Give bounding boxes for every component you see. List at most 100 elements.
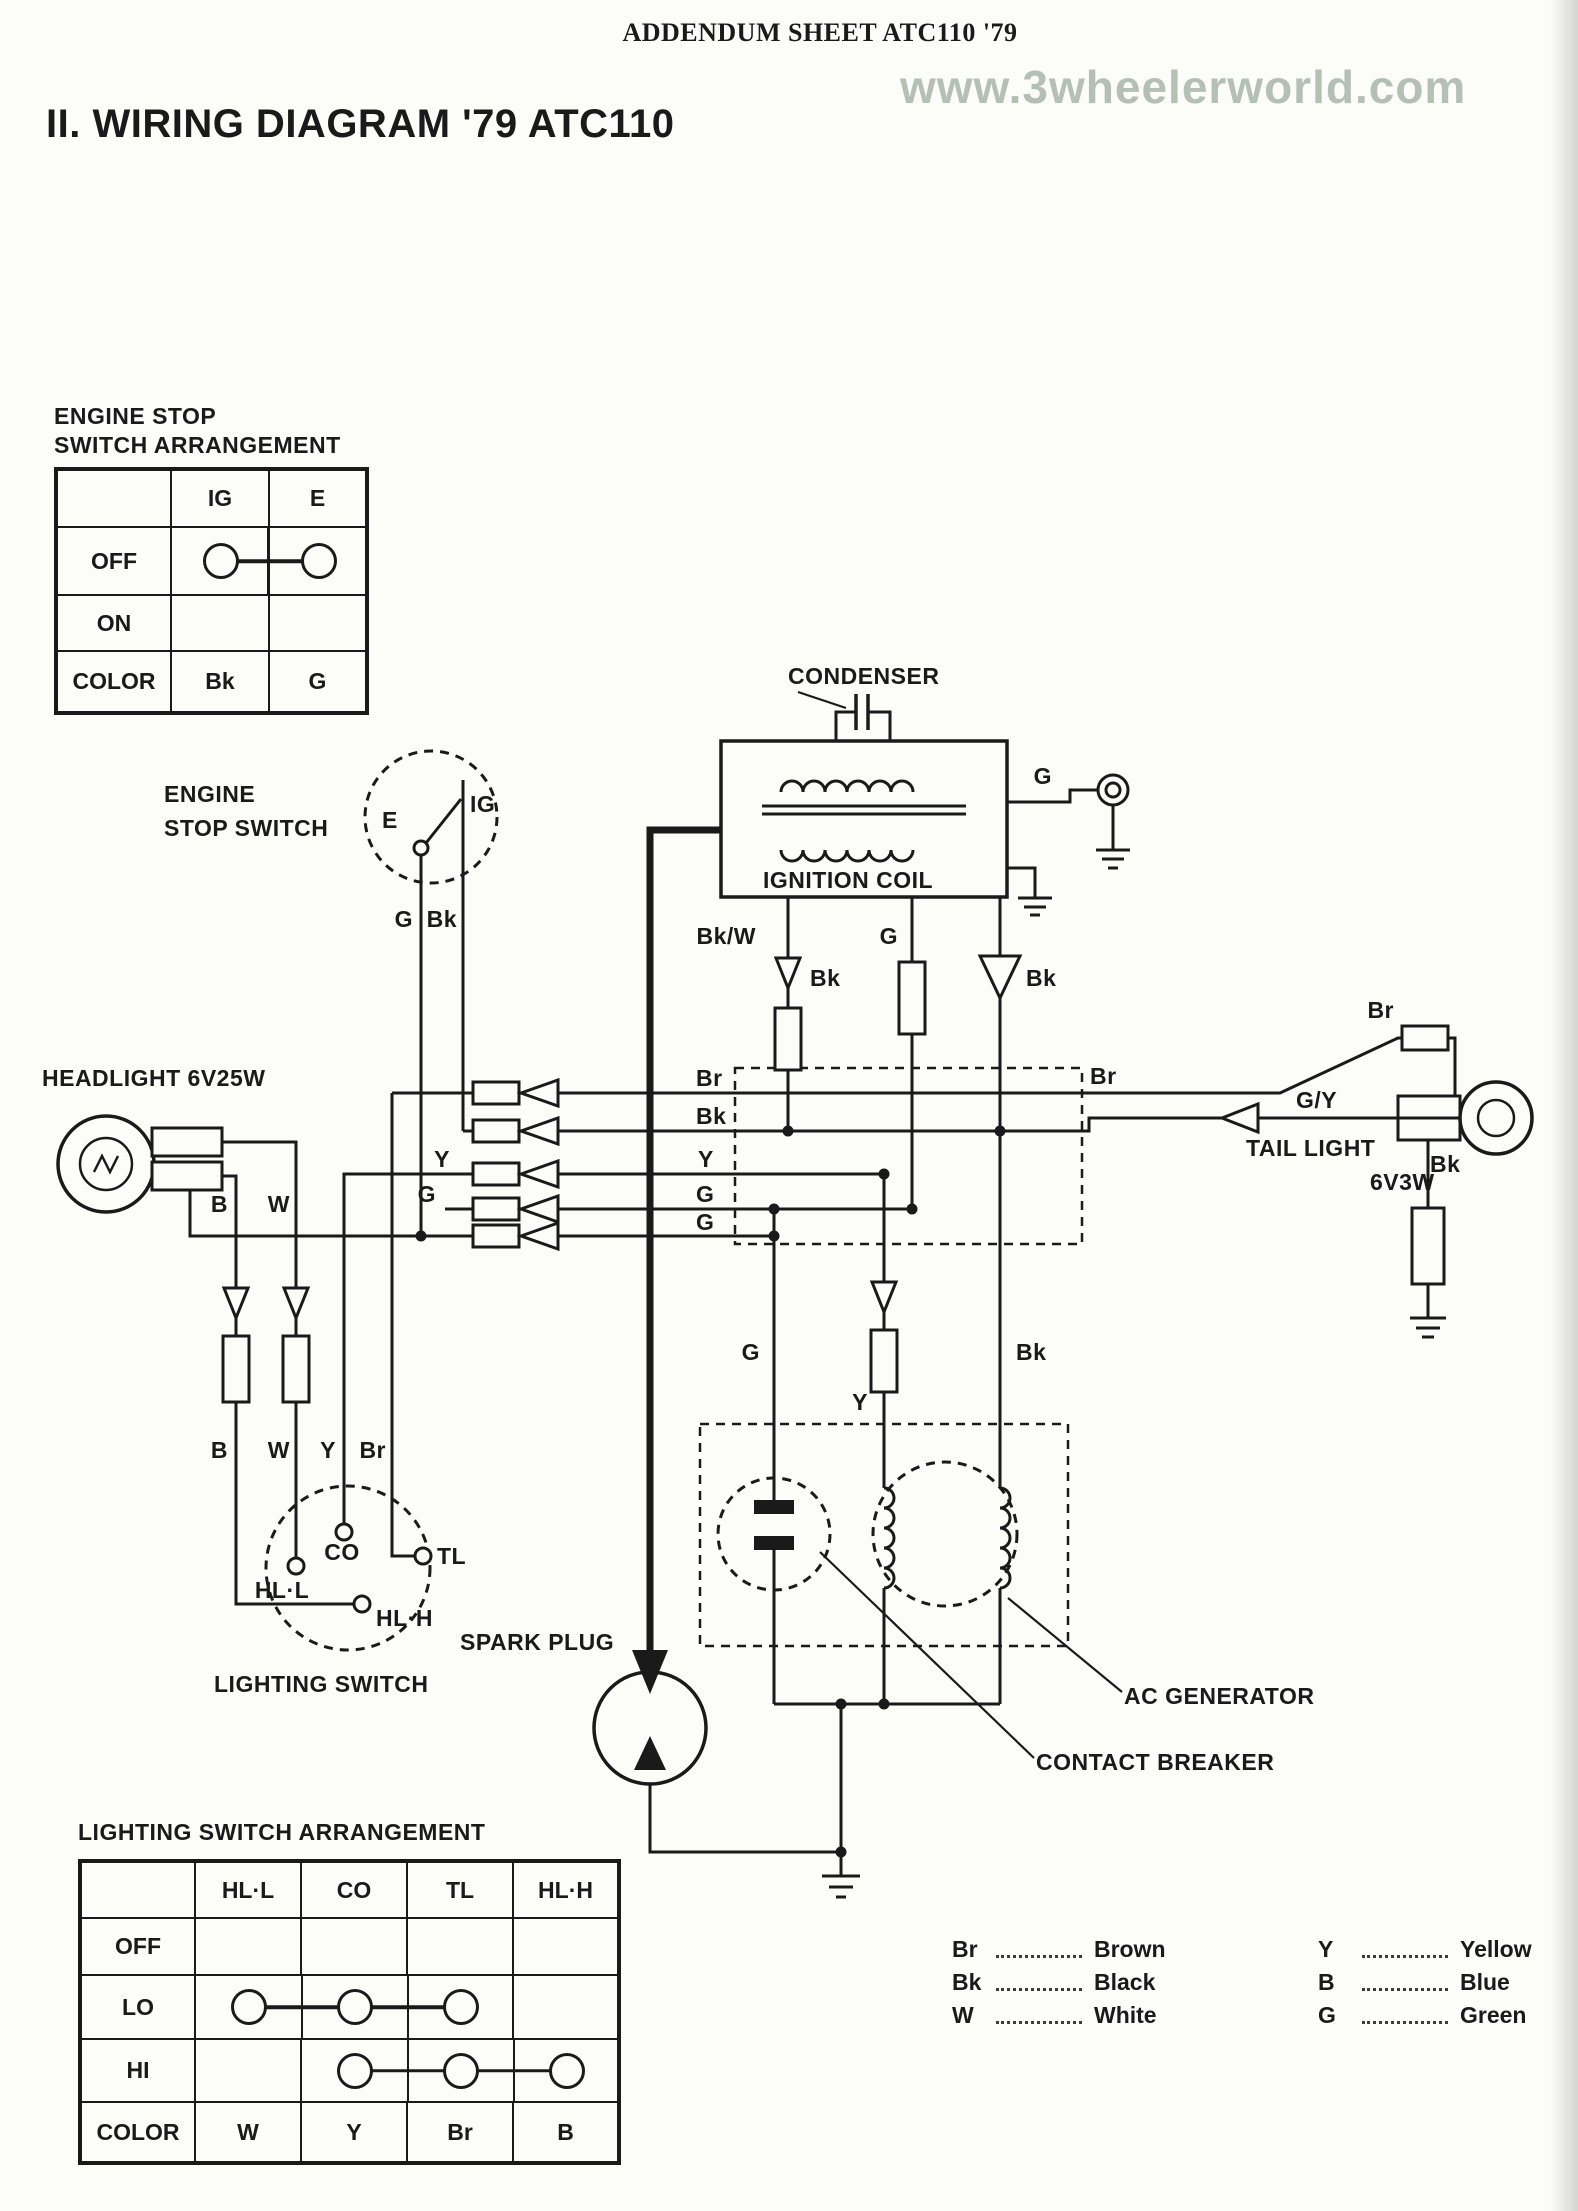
electrode-arrow — [634, 1736, 666, 1770]
junction-box — [733, 1066, 1084, 1246]
ac-generator-label: AC GENERATOR — [1124, 1683, 1314, 1709]
contact-circle — [443, 1989, 479, 2025]
row-color: COLOR — [79, 2101, 196, 2164]
hi-contact-symbol — [300, 2038, 620, 2103]
bus-g2-label: G — [696, 1209, 714, 1235]
bus-y-left-label: Y — [434, 1146, 450, 1172]
terminal-hl-l — [286, 1556, 306, 1576]
condenser-label: CONDENSER — [788, 663, 939, 689]
brown-bus — [392, 1036, 1457, 1096]
tail-light-label-2: 6V3W — [1370, 1169, 1435, 1195]
tail-br-label: Br — [1367, 997, 1394, 1023]
bus-br-right-label: Br — [1090, 1063, 1117, 1089]
row-off: OFF — [55, 526, 172, 596]
condenser-pointer — [797, 690, 847, 710]
corner-cell — [55, 468, 172, 528]
engine-stop-switch-boundary — [363, 749, 499, 885]
lead-arrow — [632, 1650, 668, 1694]
terminal-tl — [413, 1546, 433, 1566]
terminal-hl-h-label: HL·H — [376, 1605, 433, 1631]
col-co: CO — [300, 1860, 408, 1919]
wire-w-label: W — [268, 1191, 290, 1217]
tail-bk-label: Bk — [1430, 1151, 1460, 1177]
lighting-switch-symbol — [264, 1484, 433, 1652]
contact-circle — [549, 2052, 585, 2089]
legend-dots — [996, 1939, 1082, 1958]
legend-dots — [1362, 1972, 1448, 1991]
terminal-tl-label: TL — [437, 1543, 466, 1569]
legend-item-green: G Green — [1318, 1996, 1532, 2029]
terminal-co — [334, 1522, 354, 1542]
row-lo: LO — [79, 1974, 196, 2040]
engine-stop-table-title-line2: SWITCH ARRANGEMENT — [54, 432, 341, 458]
wire-br-label: Br — [359, 1437, 386, 1463]
gen-bk-label: Bk — [1016, 1339, 1046, 1365]
legend-right: Y Yellow B Blue G Green — [1318, 1930, 1532, 2029]
wire-w-label: W — [268, 1437, 290, 1463]
engine-stop-table-title: ENGINE STOP SWITCH ARRANGEMENT — [54, 402, 341, 460]
gen-g-label: G — [742, 1339, 760, 1365]
gen-y-label: Y — [852, 1389, 868, 1415]
terminal-co-label: CO — [324, 1539, 360, 1565]
legend-left: Br Brown Bk Black W White — [952, 1930, 1166, 2029]
green-bus-2 — [188, 1190, 774, 1238]
legend-item-brown: Br Brown — [952, 1930, 1166, 1963]
page-header: ADDENDUM SHEET ATC110 '79 — [622, 18, 1018, 47]
legend-name: White — [1094, 2002, 1157, 2028]
color-co: Y — [300, 2101, 408, 2164]
headlight-label: HEADLIGHT 6V25W — [42, 1065, 265, 1091]
contact-circle — [337, 1989, 373, 2025]
legend-code: Y — [1318, 1936, 1334, 1962]
yellow-bus — [342, 1172, 884, 1524]
gy-connector — [1217, 1101, 1260, 1135]
switch-contact — [412, 839, 430, 857]
lighting-table-title: LIGHTING SWITCH ARRANGEMENT — [78, 1819, 486, 1845]
row-hi: HI — [79, 2038, 196, 2103]
generator-coil-circle — [871, 1460, 1019, 1608]
legend-dots — [996, 2005, 1082, 2024]
color-e: G — [268, 650, 368, 714]
off-contact-symbol — [170, 526, 368, 596]
condenser-symbol — [854, 694, 870, 730]
coil-lead-connectors — [773, 954, 1023, 1072]
junction-dots — [415, 1125, 1006, 1858]
legend-code: Br — [952, 1936, 978, 1962]
legend-code: W — [952, 2002, 974, 2028]
wire-b-label: B — [211, 1437, 228, 1463]
contact-breaker-pointer — [819, 1551, 1035, 1759]
legend-item-black: Bk Black — [952, 1963, 1166, 1996]
headlight-wire-connectors — [221, 1280, 899, 1404]
legend-name: Blue — [1460, 1969, 1510, 1995]
scan-edge-shadow — [1550, 0, 1578, 2211]
legend-item-blue: B Blue — [1318, 1963, 1532, 1996]
col-hl-l: HL·L — [194, 1860, 302, 1919]
legend-dots — [1362, 1939, 1448, 1958]
tail-light-symbol — [1217, 1024, 1534, 1339]
tail-gy-label: G/Y — [1296, 1087, 1337, 1113]
engine-stop-switch-label-1: ENGINE — [164, 781, 255, 807]
terminal-ig-label: IG — [470, 791, 495, 817]
color-ig: Bk — [170, 650, 270, 714]
lighting-switch-table: HL·L CO TL HL·H OFF LO HI — [78, 1859, 621, 2165]
wire-bk-label: Bk — [427, 906, 457, 932]
ac-generator-symbol — [698, 1422, 1070, 1648]
bus-br-label: Br — [696, 1065, 723, 1091]
legend-name: Brown — [1094, 1936, 1166, 1962]
col-ig: IG — [170, 468, 270, 528]
bus-g1-left-label: G — [418, 1181, 436, 1207]
coil-ground-symbol — [1018, 896, 1052, 917]
engine-stop-table: IG E OFF ON COLOR Bk G — [54, 467, 369, 715]
breaker-point — [754, 1500, 794, 1514]
spark-plug-label: SPARK PLUG — [460, 1629, 614, 1655]
tail-light-label-1: TAIL LIGHT — [1246, 1135, 1375, 1161]
diagram-labels: ENGINE STOP SWITCH E IG G Bk CONDENSER I… — [42, 663, 1460, 1775]
wire-g-label: G — [880, 923, 898, 949]
wire-b-label: B — [211, 1191, 228, 1217]
br-connector — [1400, 1024, 1450, 1052]
resistor — [1410, 1206, 1446, 1286]
legend-name: Black — [1094, 1969, 1156, 1995]
contact-circle — [203, 543, 239, 579]
headlight-symbol — [56, 1114, 224, 1214]
row-on: ON — [55, 594, 172, 652]
